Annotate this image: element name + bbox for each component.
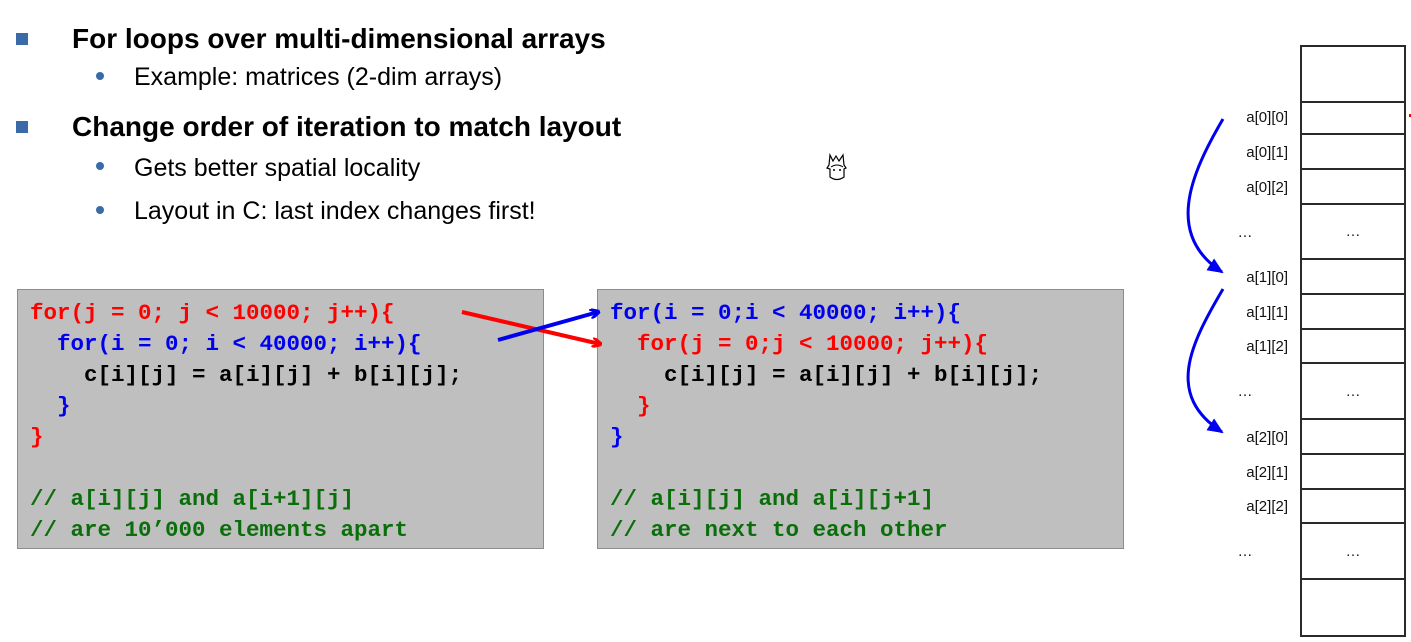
memory-cell <box>1300 580 1406 637</box>
memory-cell <box>1300 455 1406 490</box>
memory-cell: … <box>1300 524 1406 580</box>
memory-address-label: a[0][1] <box>1246 143 1288 161</box>
memory-address-label: … <box>1237 383 1253 400</box>
code-line: for(j = 0; j < 10000; j++){ <box>30 300 395 326</box>
memory-cell <box>1300 490 1406 524</box>
code-line: } <box>610 393 651 419</box>
bullet-sub-2-1: Gets better spatial locality <box>134 154 421 182</box>
bullet-heading-1: For loops over multi-dimensional arrays <box>72 23 606 54</box>
row-jump-arrow-1 <box>1186 118 1225 274</box>
memory-address-label: a[1][2] <box>1246 338 1288 355</box>
code-line: for(i = 0; i < 40000; i++){ <box>30 331 422 357</box>
bullet-heading-2: Change order of iteration to match layou… <box>72 111 622 142</box>
code-line: } <box>30 424 44 450</box>
memory-address-label: a[0][0] <box>1246 109 1288 126</box>
memory-address-label: a[0][2] <box>1246 178 1288 196</box>
memory-cell <box>1300 330 1406 364</box>
bullet-dot-1-1 <box>96 72 104 80</box>
memory-cell <box>1300 135 1406 170</box>
code-line: } <box>610 424 624 450</box>
memory-address-label: a[1][1] <box>1246 303 1288 321</box>
memory-cell: … <box>1300 205 1406 260</box>
memory-address-label: a[1][0] <box>1246 268 1288 286</box>
code-comment: // a[i][j] and a[i][j+1] <box>610 486 935 512</box>
memory-address-label: a[2][2] <box>1246 498 1288 515</box>
bullet-sub-2-2: Layout in C: last index changes first! <box>134 197 536 225</box>
code-line: c[i][j] = a[i][j] + b[i][j]; <box>610 362 1043 388</box>
memory-cell <box>1300 101 1406 135</box>
memory-cell <box>1300 45 1406 103</box>
code-line <box>30 453 462 484</box>
code-comment: // are next to each other <box>610 517 948 543</box>
code-comment: // a[i][j] and a[i+1][j] <box>30 486 355 512</box>
cat-cursor-icon <box>826 153 847 181</box>
memory-address-label: … <box>1237 543 1253 560</box>
code-listing-left: for(j = 0; j < 10000; j++){ for(i = 0; i… <box>30 298 462 546</box>
code-line: c[i][j] = a[i][j] + b[i][j]; <box>30 362 463 388</box>
memory-cell: … <box>1300 364 1406 420</box>
memory-cell <box>1300 260 1406 295</box>
code-line: for(i = 0;i < 40000; i++){ <box>610 300 962 326</box>
code-comment: // are 10’000 elements apart <box>30 517 409 543</box>
memory-cell <box>1300 170 1406 205</box>
memory-address-label: a[2][0] <box>1246 428 1288 446</box>
memory-address-label: … <box>1237 223 1253 241</box>
bullet-dot-2-2 <box>96 206 104 214</box>
code-line <box>610 453 1042 484</box>
code-line: for(j = 0;j < 10000; j++){ <box>610 331 989 357</box>
code-box-column-major: for(j = 0; j < 10000; j++){ for(i = 0; i… <box>17 289 544 549</box>
code-box-row-major: for(i = 0;i < 40000; i++){ for(j = 0;j <… <box>597 289 1124 549</box>
memory-address-label: a[2][1] <box>1246 463 1288 481</box>
code-line: } <box>30 393 71 419</box>
bullet-square-2 <box>16 121 28 133</box>
memory-cell <box>1300 420 1406 455</box>
memory-cell <box>1300 295 1406 330</box>
bullet-dot-2-1 <box>96 162 104 170</box>
code-listing-right: for(i = 0;i < 40000; i++){ for(j = 0;j <… <box>610 298 1042 546</box>
bullet-sub-1-1: Example: matrices (2-dim arrays) <box>134 63 503 91</box>
bullet-square-1 <box>16 33 28 45</box>
